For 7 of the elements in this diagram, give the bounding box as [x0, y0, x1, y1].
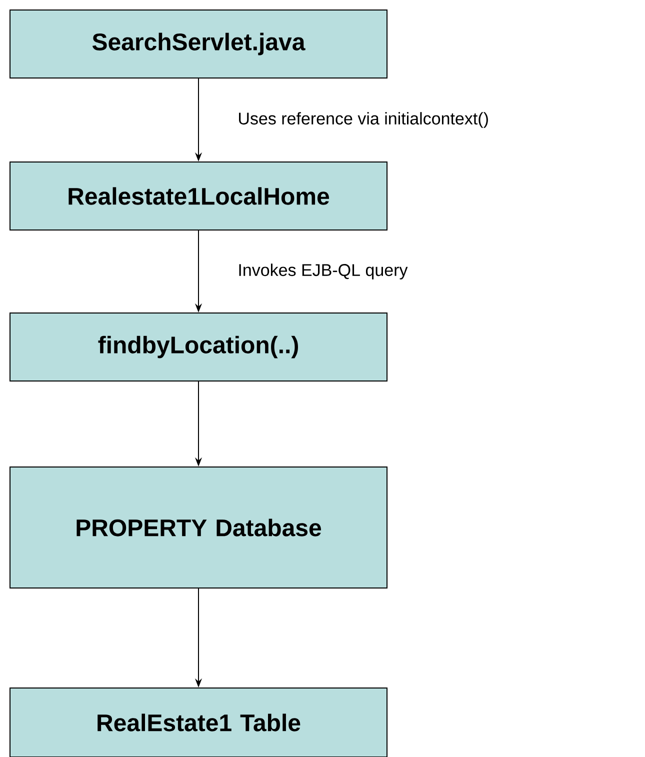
edge-label: Invokes EJB-QL query — [239, 264, 408, 280]
process-box: Realestate1LocalHome — [10, 162, 388, 230]
process-box: PROPERTY Database — [10, 466, 388, 588]
process-box: SearchServlet.java — [10, 10, 388, 78]
edge-label: Uses reference via initialcontext() — [239, 112, 488, 128]
process-box: RealEstate1 Table — [10, 688, 388, 757]
process-box: findbyLocation(..) — [10, 312, 388, 382]
